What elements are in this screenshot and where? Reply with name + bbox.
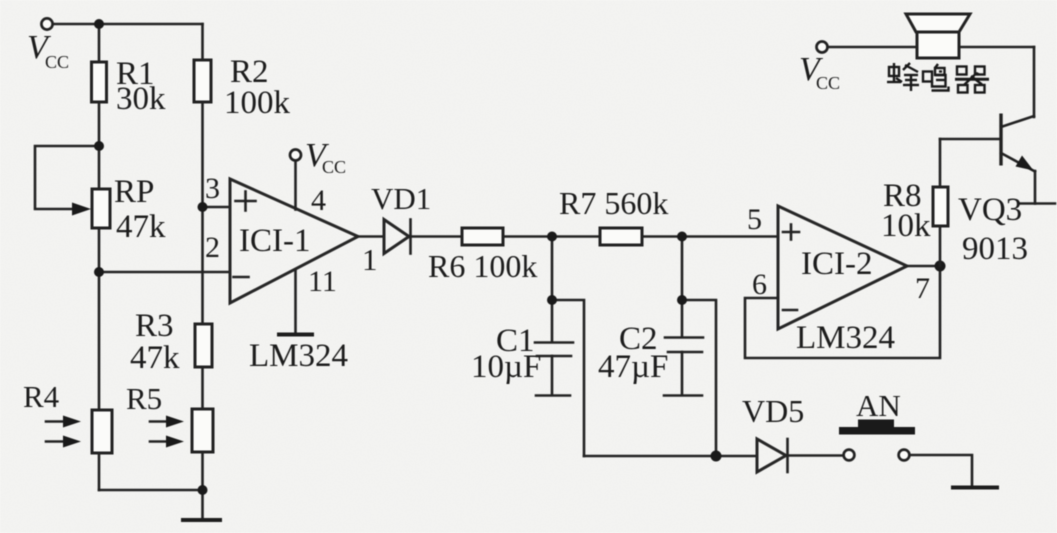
- svg-text:100k: 100k: [224, 85, 291, 121]
- svg-text:2: 2: [205, 231, 220, 264]
- svg-text:7: 7: [915, 272, 930, 305]
- svg-text:R4: R4: [23, 379, 60, 414]
- svg-text:CC: CC: [816, 73, 840, 93]
- svg-text:LM324: LM324: [249, 338, 348, 374]
- svg-text:R8: R8: [883, 178, 922, 214]
- svg-text:6: 6: [752, 268, 767, 301]
- svg-text:RP: RP: [114, 174, 154, 210]
- svg-text:VQ3: VQ3: [958, 192, 1022, 228]
- svg-text:R3: R3: [135, 308, 174, 344]
- svg-text:R5: R5: [126, 381, 162, 416]
- svg-text:LM324: LM324: [796, 320, 895, 356]
- svg-text:CC: CC: [322, 157, 346, 177]
- svg-text:VD5: VD5: [742, 393, 804, 429]
- svg-text:10k: 10k: [881, 208, 931, 244]
- svg-text:C1: C1: [496, 323, 535, 359]
- svg-text:R6 100k: R6 100k: [428, 248, 537, 284]
- svg-text:C2: C2: [619, 321, 658, 357]
- svg-text:30k: 30k: [116, 81, 166, 117]
- svg-text:R2: R2: [230, 54, 269, 90]
- svg-text:4: 4: [311, 184, 326, 217]
- svg-text:AN: AN: [856, 388, 901, 423]
- svg-text:47k: 47k: [116, 209, 166, 245]
- svg-text:3: 3: [205, 172, 220, 205]
- svg-text:1: 1: [362, 242, 378, 277]
- svg-text:CC: CC: [45, 52, 69, 72]
- svg-text:VD1: VD1: [371, 181, 431, 216]
- svg-text:9013: 9013: [962, 231, 1028, 267]
- svg-text:R7 560k: R7 560k: [559, 185, 668, 221]
- svg-text:10µF: 10µF: [471, 349, 541, 385]
- svg-text:11: 11: [308, 265, 337, 298]
- svg-text:47µF: 47µF: [598, 349, 668, 385]
- svg-text:5: 5: [747, 203, 762, 236]
- svg-text:R1: R1: [116, 56, 155, 92]
- svg-text:ICI-1: ICI-1: [239, 223, 310, 259]
- svg-text:ICI-2: ICI-2: [801, 246, 872, 282]
- svg-text:47k: 47k: [130, 340, 180, 376]
